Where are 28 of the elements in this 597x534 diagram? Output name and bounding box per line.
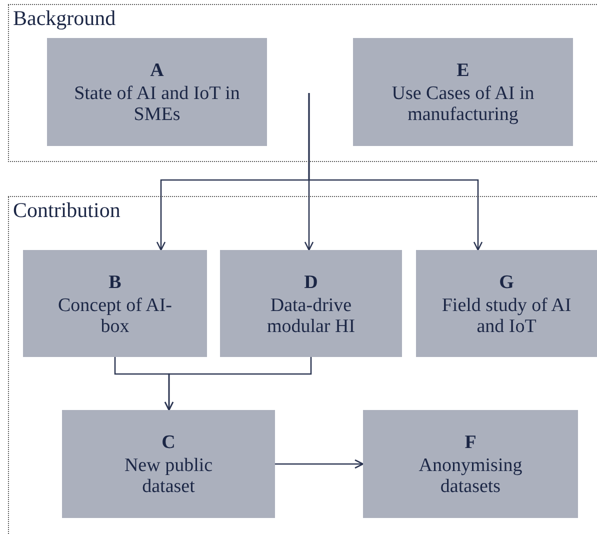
box-label: Use Cases of AI in manufacturing	[390, 83, 536, 125]
box-letter: D	[304, 270, 318, 294]
group-title: Contribution	[13, 197, 120, 223]
process-box	[47, 38, 267, 146]
group-frame	[8, 196, 597, 534]
box-letter: F	[464, 431, 476, 455]
box-label: Field study of AI and IoT	[440, 294, 572, 336]
box-label: Anonymising datasets	[418, 455, 524, 497]
arrow	[308, 93, 483, 251]
box-letter: C	[162, 431, 176, 455]
arrow	[275, 459, 364, 469]
box-letter: A	[150, 59, 164, 83]
box-letter: E	[456, 59, 470, 83]
box-label: Data-drive modular HI	[266, 294, 356, 336]
process-box	[363, 410, 578, 518]
process-box	[416, 250, 597, 357]
box-letter: G	[499, 270, 514, 294]
process-box	[62, 410, 275, 518]
process-box	[220, 250, 402, 357]
process-box	[23, 250, 207, 357]
group-frame	[8, 4, 597, 162]
box-letter: B	[108, 270, 122, 294]
box-label: Concept of AI-box	[57, 294, 173, 336]
arrow	[164, 357, 312, 411]
box-label: New public dataset	[123, 455, 214, 497]
box-label: State of AI and IoT in SMEs	[73, 83, 241, 125]
process-box	[353, 38, 573, 146]
group-title: Background	[13, 5, 116, 31]
